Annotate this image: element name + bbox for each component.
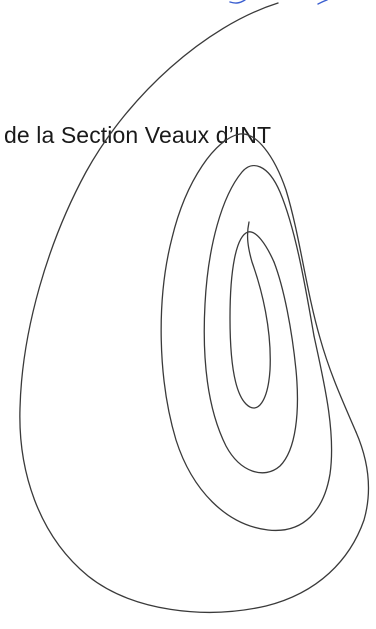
heading-fragment: de la Section Veaux d’INT [4, 122, 272, 148]
